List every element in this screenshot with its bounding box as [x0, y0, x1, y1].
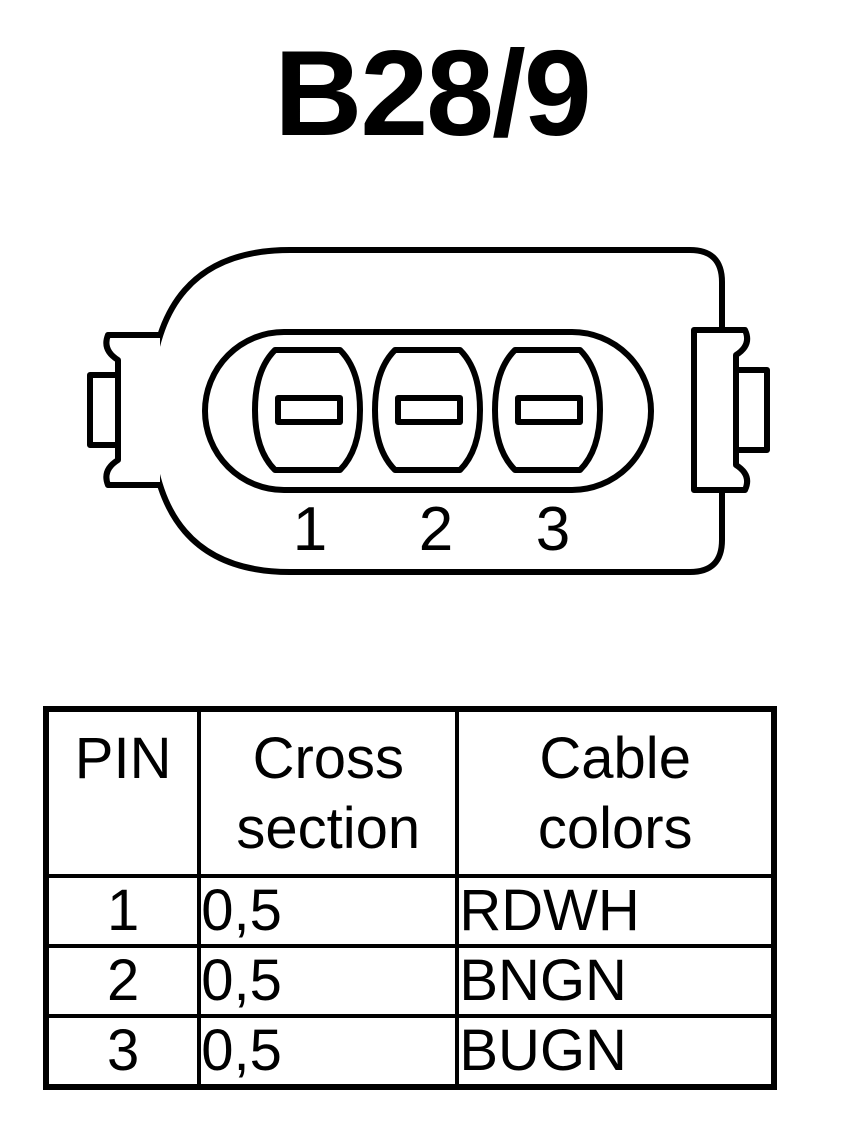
terminal-2 — [372, 347, 483, 473]
cell-cross-section: 0,5 — [197, 944, 460, 1018]
cell-cross-section: 0,5 — [197, 874, 460, 948]
pin-assignment-table: PIN Cross section Cable colors 1 0,5 RDW… — [43, 706, 777, 1090]
cell-cable-color: BNGN — [455, 944, 776, 1018]
header-cross-section-line-1: Cross — [252, 726, 405, 791]
pin-label-2: 2 — [419, 495, 453, 564]
header-cross-section-line-2: section — [236, 796, 421, 861]
pin-label-3: 3 — [536, 495, 570, 564]
left-latch — [87, 332, 160, 488]
connector-diagram: 1 2 3 — [87, 247, 770, 575]
table-header-row: PIN Cross section Cable colors — [43, 707, 776, 878]
cell-cable-color: RDWH — [455, 874, 776, 948]
table-row: 1 0,5 RDWH — [43, 874, 776, 948]
cell-pin: 2 — [43, 944, 202, 1018]
table-row: 2 0,5 BNGN — [43, 944, 776, 1018]
cell-cross-section: 0,5 — [197, 1014, 460, 1089]
header-cross-section: Cross section — [197, 707, 460, 878]
cell-pin: 3 — [43, 1014, 202, 1089]
header-cable-colors-line-1: Cable — [539, 726, 691, 791]
inner-cavity-oval — [202, 329, 654, 493]
header-cable-colors-line-2: colors — [537, 796, 693, 861]
pin-label-1: 1 — [293, 495, 327, 564]
header-pin: PIN — [43, 707, 202, 878]
terminal-3 — [492, 347, 603, 473]
header-pin-label: PIN — [74, 726, 172, 791]
connector-title: B28/9 — [274, 25, 592, 161]
table-row: 3 0,5 BUGN — [43, 1014, 776, 1089]
cell-cable-color: BUGN — [455, 1014, 776, 1089]
cell-pin: 1 — [43, 874, 202, 948]
terminal-1 — [252, 347, 363, 473]
right-latch — [691, 327, 770, 493]
header-cable-colors: Cable colors — [455, 707, 776, 878]
